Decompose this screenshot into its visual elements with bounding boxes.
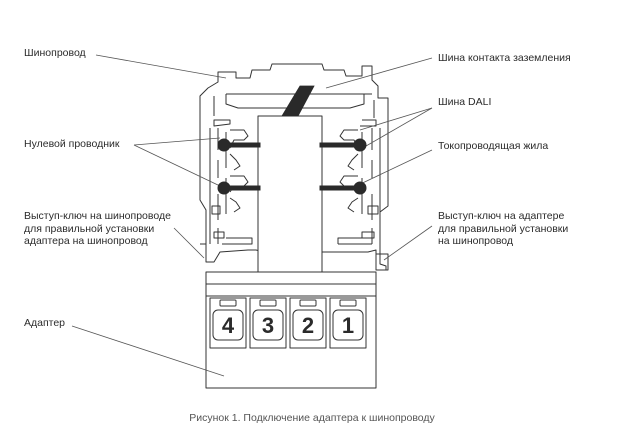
terminal-block-3 [249, 297, 287, 349]
terminal-block-2 [289, 297, 327, 349]
label-ground-bus: Шина контакта заземления [438, 52, 571, 64]
label-adapter: Адаптер [24, 317, 66, 329]
ground-bus [281, 85, 315, 117]
label-live-wire: Токопроводящая жила [438, 140, 549, 152]
neutral-contact-upper [217, 138, 231, 152]
label-neutral: Нулевой проводник [24, 138, 120, 150]
track-key-left [200, 243, 207, 262]
label-key-adapter: Выступ-ключ на адаптере для правильной у… [438, 210, 569, 247]
leader-neutral-1 [133, 144, 221, 187]
terminal-block-1 [329, 297, 367, 349]
dali-contact-upper [353, 138, 367, 152]
leader-key-track [173, 227, 205, 259]
adapter-box [205, 271, 377, 389]
track-right-wall [360, 119, 377, 127]
terminal-block-4 [209, 297, 247, 349]
contact-bar-left-lower [225, 185, 261, 191]
adapter-key-right [376, 253, 389, 271]
leader-ground [325, 57, 433, 89]
terminal-number-4: 4 [222, 313, 235, 338]
track-profile [199, 63, 389, 271]
contact-bar-left-upper [225, 142, 261, 148]
track-left-wall [213, 119, 231, 127]
terminal-number-2: 2 [302, 313, 314, 338]
label-key-track: Выступ-ключ на шинопроводе для правильно… [24, 210, 171, 247]
leader-neutral-2 [133, 137, 221, 146]
terminal-number-3: 3 [262, 313, 274, 338]
figure-caption: Рисунок 1. Подключение адаптера к шинопр… [189, 412, 435, 424]
label-track: Шинопровод [24, 47, 86, 59]
live-contact-lower [353, 181, 367, 195]
adapter-insert [257, 115, 323, 283]
neutral-contact-lower [217, 181, 231, 195]
leader-dali-2 [365, 107, 433, 147]
leader-key-adapter [383, 225, 433, 261]
leader-dali-1 [359, 107, 433, 131]
terminal-number-1: 1 [342, 313, 354, 338]
leader-adapter [71, 325, 225, 377]
pocket-left-lower [225, 175, 249, 214]
pocket-left-upper [225, 129, 249, 171]
leader-live [351, 149, 433, 189]
leader-track [95, 54, 227, 79]
label-dali-bus: Шина DALI [438, 96, 492, 108]
